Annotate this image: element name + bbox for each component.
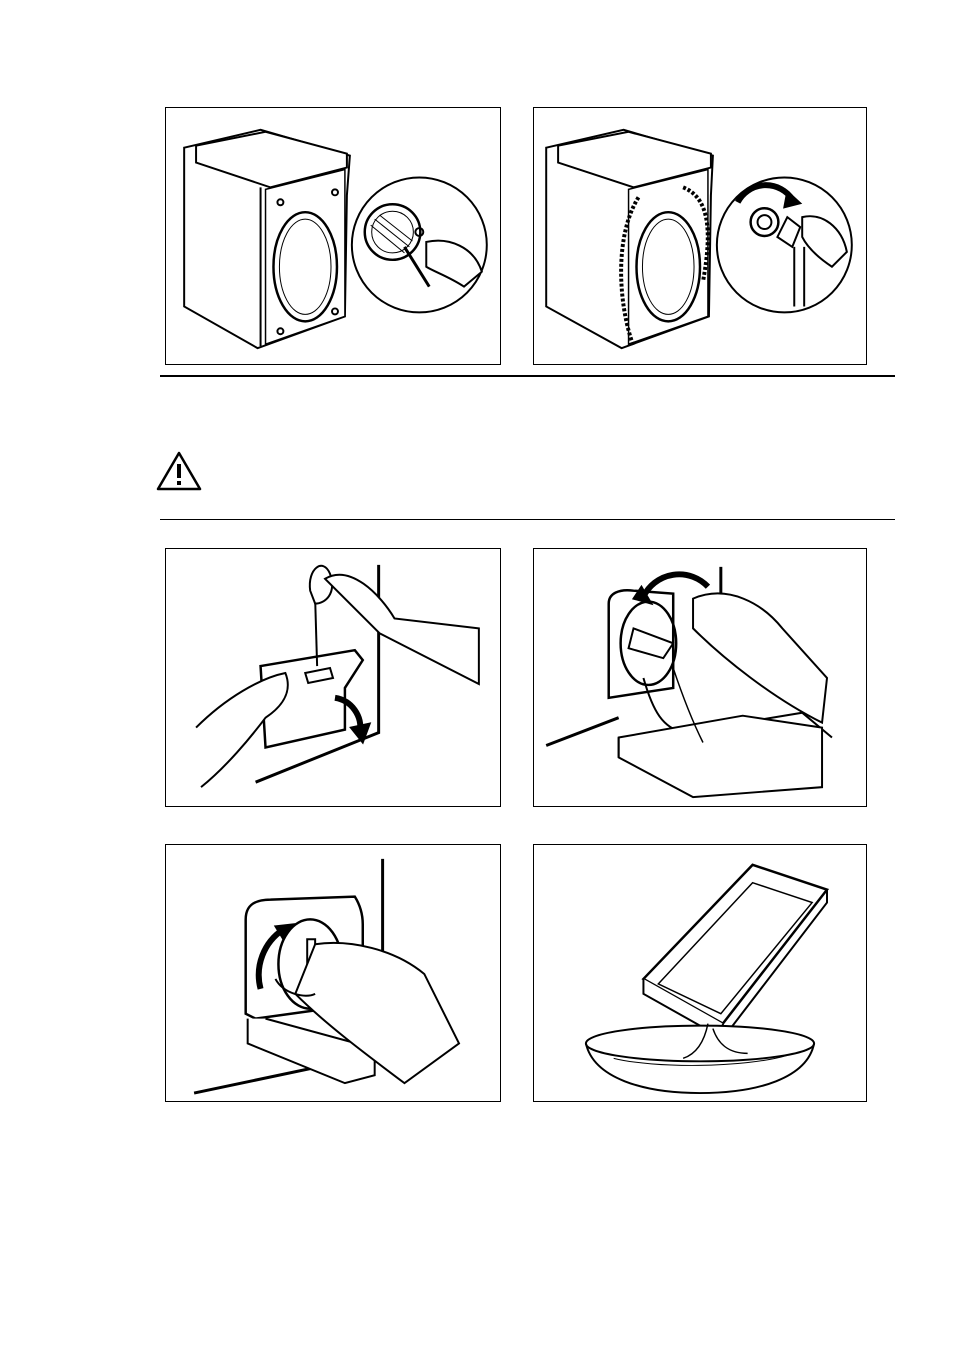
- section-divider-top: [160, 375, 895, 377]
- illustration-refit-filter: [165, 844, 501, 1102]
- hose-unscrew-illustration: [534, 108, 866, 364]
- section-divider-bottom: [160, 519, 895, 520]
- illustration-open-flap: [165, 548, 501, 807]
- screwdriver-flap-illustration: [166, 549, 500, 806]
- filter-drain-illustration: [534, 549, 866, 806]
- illustration-drain-filter: [533, 548, 867, 807]
- illustration-unscrew-hose: [533, 107, 867, 365]
- container-empty-illustration: [534, 845, 866, 1101]
- illustration-clean-filter: [165, 107, 501, 365]
- illustration-empty-container: [533, 844, 867, 1102]
- filter-brush-illustration: [166, 108, 500, 364]
- filter-refit-illustration: [166, 845, 500, 1101]
- warning-triangle-icon: [156, 450, 202, 492]
